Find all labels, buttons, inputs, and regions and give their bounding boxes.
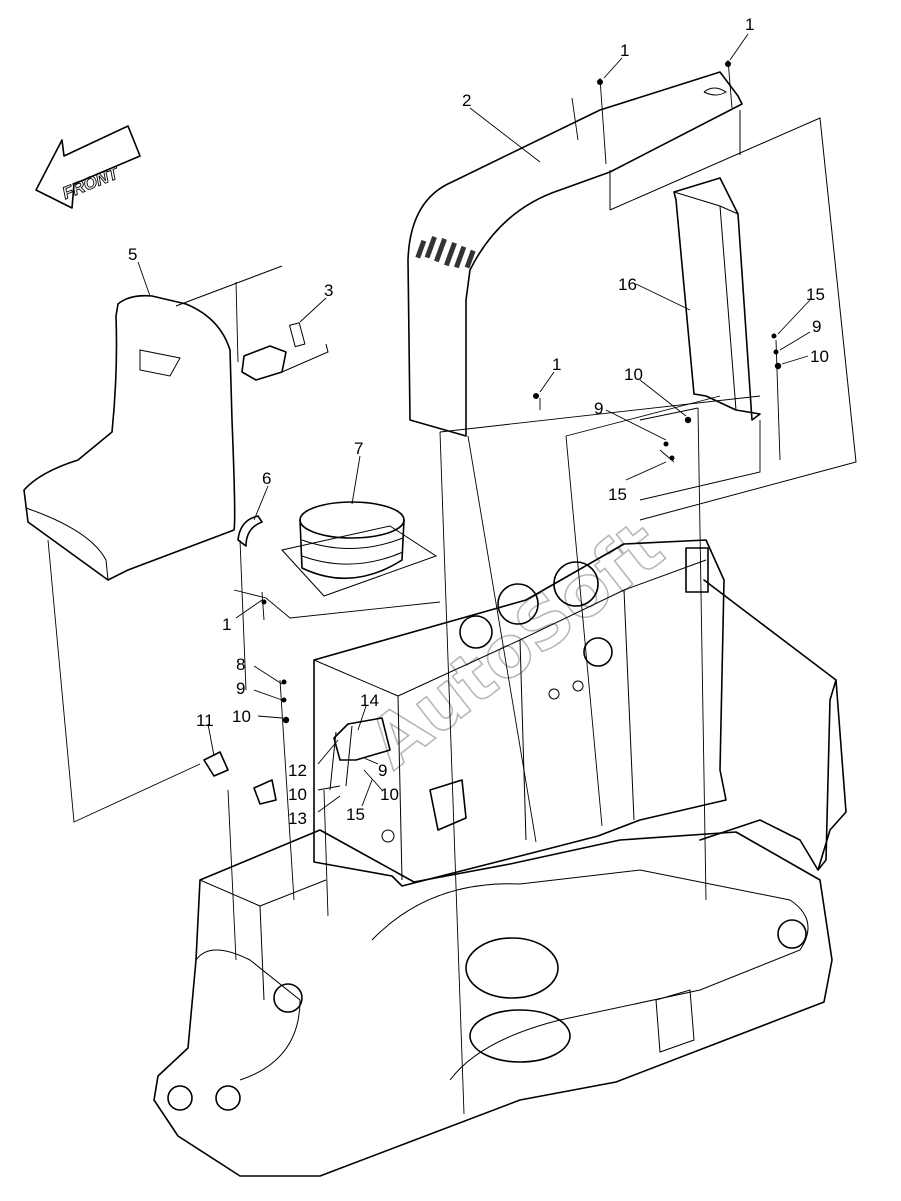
latch-bracket-cluster (329, 717, 391, 791)
callout-5: 5 (128, 245, 137, 264)
small-bracket (241, 322, 329, 381)
callout-14: 14 (360, 691, 379, 710)
callout-15: 15 (806, 285, 825, 304)
side-cover (23, 265, 283, 582)
callout-8: 8 (236, 655, 245, 674)
callout-1: 1 (552, 355, 561, 374)
callout-10: 10 (810, 347, 829, 366)
callout-10: 10 (380, 785, 399, 804)
callout-1: 1 (222, 615, 231, 634)
callout-15: 15 (346, 805, 365, 824)
callout-13: 13 (288, 809, 307, 828)
hood-panel (407, 71, 743, 437)
callout-10: 10 (232, 707, 251, 726)
hinge-plate (253, 779, 277, 805)
callout-12: 12 (288, 761, 307, 780)
vent-grille-icon (415, 236, 476, 269)
right-platform (699, 579, 847, 871)
callout-1: 1 (620, 41, 629, 60)
callout-7: 7 (354, 439, 363, 458)
callout-11: 11 (196, 711, 214, 730)
rear-panel-outline (609, 110, 857, 521)
clamp (237, 515, 263, 547)
callout-9: 9 (594, 399, 603, 418)
hardware-dots (261, 61, 782, 724)
hinge (203, 751, 229, 777)
front-label: FRONT (60, 163, 123, 203)
callout-15: 15 (608, 485, 627, 504)
callout-3: 3 (324, 281, 333, 300)
callout-9: 9 (378, 761, 387, 780)
callout-10: 10 (624, 365, 643, 384)
callout-9: 9 (812, 317, 821, 336)
callout-16: 16 (618, 275, 637, 294)
callout-leaders (137, 33, 811, 813)
callout-10: 10 (288, 785, 307, 804)
callout-1: 1 (745, 15, 754, 34)
callout-2: 2 (462, 91, 471, 110)
tank-body (313, 539, 727, 887)
front-arrow-icon: FRONT (35, 125, 141, 209)
vertical-bracket (673, 177, 761, 421)
assembly-lines (47, 59, 781, 1115)
callout-9: 9 (236, 679, 245, 698)
callouts: 1 1 2 5 3 16 15 9 10 1 10 9 15 6 7 1 8 9… (128, 15, 829, 828)
callout-6: 6 (262, 469, 271, 488)
main-frame (153, 829, 833, 1177)
cylindrical-screen (281, 501, 438, 597)
